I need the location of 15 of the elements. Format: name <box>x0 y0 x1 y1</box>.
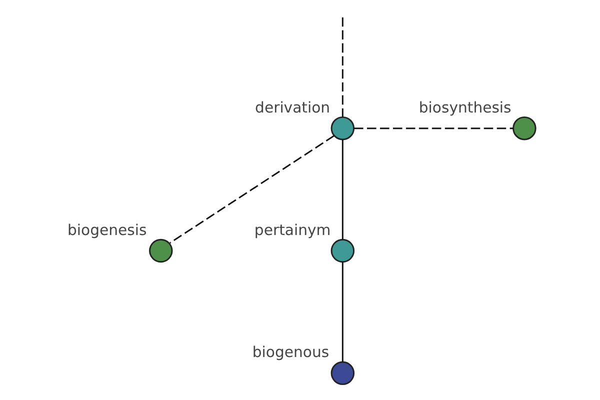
connector <box>342 140 344 240</box>
connector <box>354 128 514 130</box>
connector <box>342 262 344 362</box>
node-circle <box>330 238 355 263</box>
node-label: biogenous <box>252 344 330 362</box>
connector <box>170 135 334 244</box>
node-circle <box>512 116 536 140</box>
node-label: biosynthesis <box>418 99 512 116</box>
node-label: biogenesis <box>67 222 147 239</box>
node-label: derivation <box>255 99 330 116</box>
node-circle <box>330 361 355 386</box>
node-circle <box>149 238 173 263</box>
node-circle <box>330 116 355 140</box>
connector <box>342 17 344 117</box>
node-label: pertainym <box>254 222 331 239</box>
